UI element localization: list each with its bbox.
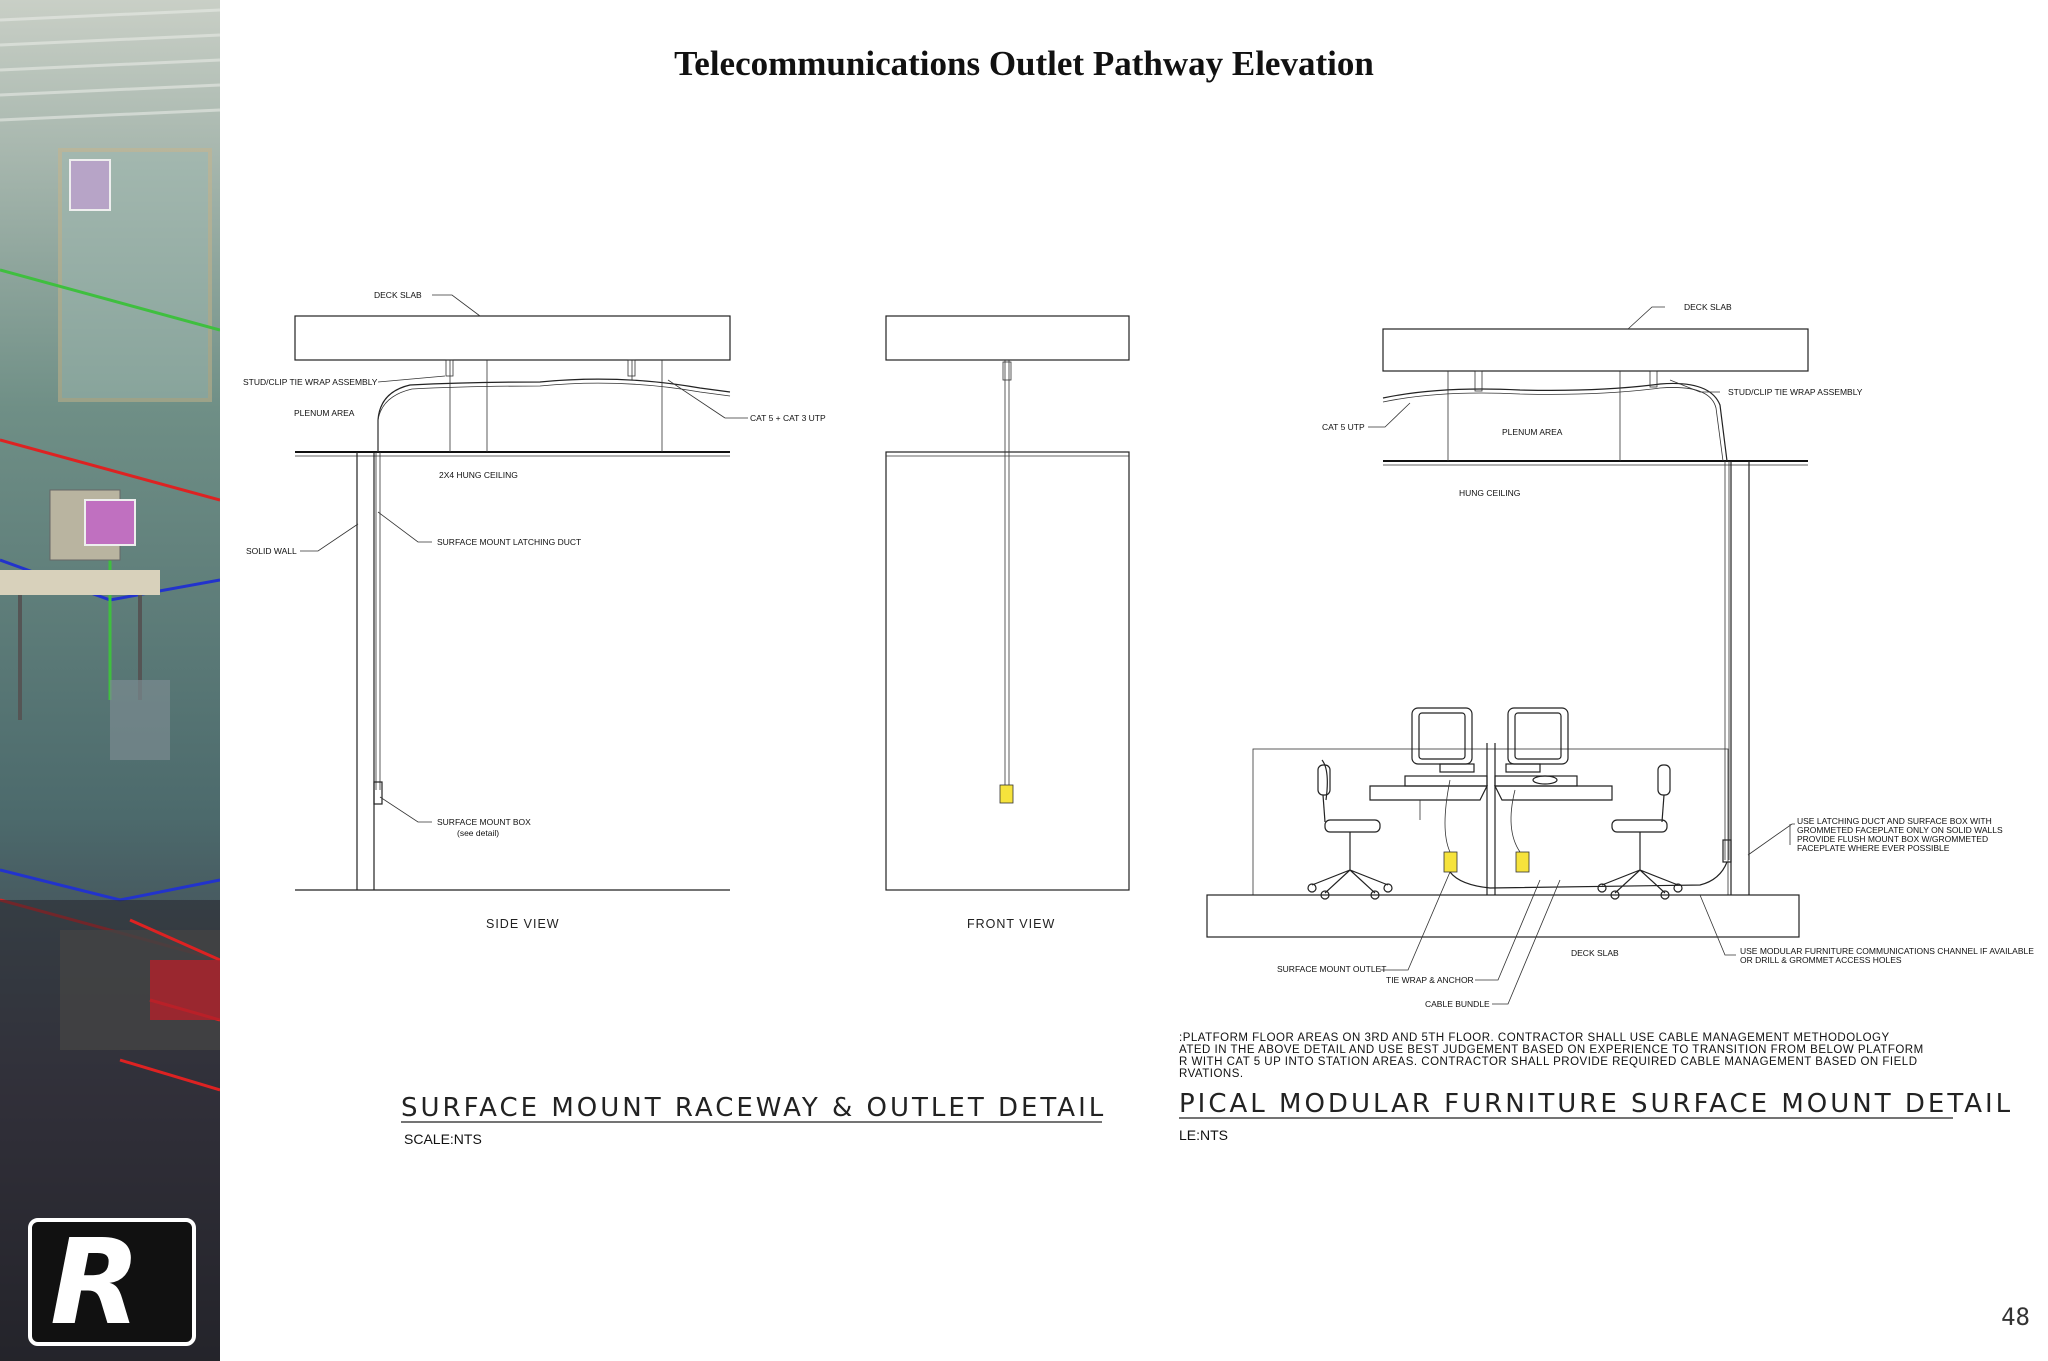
deck-slab — [885, 315, 1130, 361]
side-image-panel: R — [0, 0, 220, 1361]
channel-note: USE MODULAR FURNITURE COMMUNICATIONS CHA… — [1740, 946, 2034, 965]
workstation-left — [1307, 707, 1488, 900]
front-wall — [885, 451, 1130, 891]
svg-text:USE MODULAR FURNITURE COMMUNIC: USE MODULAR FURNITURE COMMUNICATIONS CHA… — [1740, 946, 2034, 956]
left-detail-heading: SURFACE MOUNT RACEWAY & OUTLET DETAIL — [401, 1093, 1106, 1123]
see-detail-label: (see detail) — [457, 828, 499, 838]
outlet-label: SURFACE MOUNT OUTLET — [1277, 964, 1386, 974]
surface-mount-box — [373, 781, 383, 805]
cable-path — [377, 378, 731, 452]
hung-ceiling-label: 2X4 HUNG CEILING — [439, 470, 518, 480]
solid-wall-label: SOLID WALL — [246, 546, 297, 556]
hung-ceiling-label-right: HUNG CEILING — [1459, 488, 1520, 498]
deck-slab-label: DECK SLAB — [374, 290, 422, 300]
right-detail-scale: LE:NTS — [1179, 1127, 1228, 1143]
svg-text:RVATIONS.: RVATIONS. — [1179, 1068, 1244, 1080]
svg-text:R WITH CAT 5 UP INTO STATION A: R WITH CAT 5 UP INTO STATION AREAS. CONT… — [1179, 1056, 1918, 1068]
tie-wrap-label: TIE WRAP & ANCHOR — [1386, 975, 1474, 985]
plenum-area-label: PLENUM AREA — [294, 408, 355, 418]
outlet-box — [999, 784, 1014, 804]
deck-slab-top — [1382, 328, 1809, 372]
svg-text:OR DRILL & GROMMET ACCESS HOLE: OR DRILL & GROMMET ACCESS HOLES — [1740, 955, 1902, 965]
deck-slab-bottom — [1206, 894, 1800, 938]
plenum-area-label-right: PLENUM AREA — [1502, 427, 1563, 437]
surface-mount-outlet — [1515, 851, 1530, 873]
cat5-label: CAT 5 UTP — [1322, 422, 1365, 432]
cable-bundle — [1449, 861, 1728, 889]
workstation-right — [1494, 707, 1683, 900]
svg-text:USE LATCHING DUCT AND SURFACE: USE LATCHING DUCT AND SURFACE BOX WITH — [1797, 816, 1992, 826]
right-detail-heading: PICAL MODULAR FURNITURE SURFACE MOUNT DE… — [1179, 1089, 2013, 1119]
duct-note: USE LATCHING DUCT AND SURFACE BOX WITH G… — [1797, 816, 2003, 853]
logo-letter: R — [50, 1213, 141, 1351]
surface-mount-outlet — [1443, 851, 1458, 873]
stud-clip-label: STUD/CLIP TIE WRAP ASSEMBLY — [243, 377, 378, 387]
front-view-detail: FRONT VIEW — [885, 315, 1130, 931]
deck-slab-top-label: DECK SLAB — [1684, 302, 1732, 312]
svg-text:ATED IN THE ABOVE DETAIL AND U: ATED IN THE ABOVE DETAIL AND USE BEST JU… — [1179, 1044, 1924, 1056]
svg-text:FACEPLATE WHERE EVER POSSIBLE: FACEPLATE WHERE EVER POSSIBLE — [1797, 843, 1950, 853]
deck-slab-bottom-label: DECK SLAB — [1571, 948, 1619, 958]
cable-bundle-label: CABLE BUNDLE — [1425, 999, 1490, 1009]
company-logo: R — [28, 1213, 196, 1351]
page-number: 48 — [2001, 1303, 2030, 1331]
svg-text::PLATFORM FLOOR AREAS ON 3RD A: :PLATFORM FLOOR AREAS ON 3RD AND 5TH FLO… — [1179, 1032, 1890, 1044]
stud-clip-label-right: STUD/CLIP TIE WRAP ASSEMBLY — [1728, 387, 1863, 397]
page-title: Telecommunications Outlet Pathway Elevat… — [674, 44, 1374, 83]
general-notes: :PLATFORM FLOOR AREAS ON 3RD AND 5TH FLO… — [1179, 1032, 1924, 1080]
modular-furniture-detail: DECK SLAB STUD/CLIP TIE WRAP ASSEMBLY CA… — [1206, 302, 2034, 1009]
mount-box-label: SURFACE MOUNT BOX — [437, 817, 531, 827]
deck-slab — [294, 315, 731, 361]
front-view-label: FRONT VIEW — [967, 917, 1055, 931]
latching-duct-label: SURFACE MOUNT LATCHING DUCT — [437, 537, 581, 547]
svg-text:GROMMETED FACEPLATE ONLY ON SO: GROMMETED FACEPLATE ONLY ON SOLID WALLS — [1797, 825, 2003, 835]
side-view-label: SIDE VIEW — [486, 917, 560, 931]
side-view-detail: DECK SLAB STUD/CLIP TIE WRAP ASSEMBLY PL… — [243, 290, 826, 931]
svg-text:PROVIDE FLUSH MOUNT BOX W/GROM: PROVIDE FLUSH MOUNT BOX W/GROMMETED — [1797, 834, 1988, 844]
cat-utp-label: CAT 5 + CAT 3 UTP — [750, 413, 826, 423]
left-detail-scale: SCALE:NTS — [404, 1131, 482, 1147]
workstation-partition — [1252, 748, 1729, 896]
